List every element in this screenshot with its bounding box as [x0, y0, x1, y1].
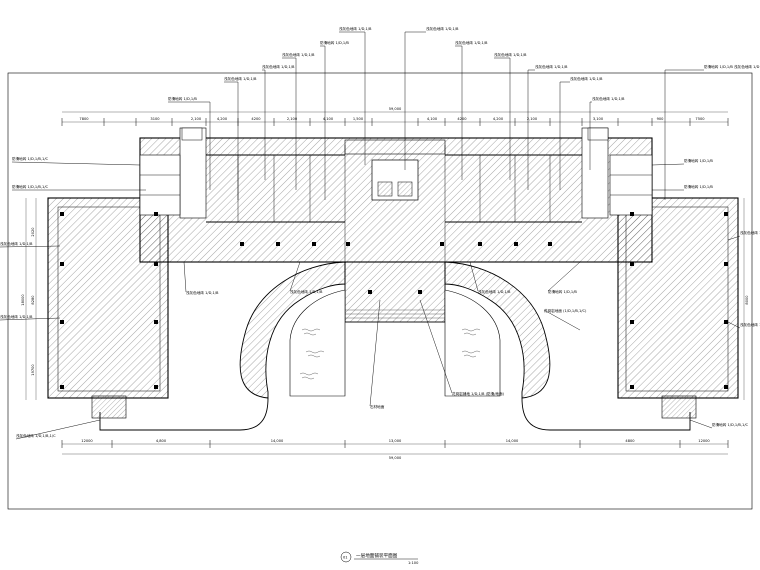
top-dimension-segment: 4,100: [427, 117, 438, 121]
elevator-1: [377, 181, 393, 197]
entrance-platform: [344, 261, 446, 323]
drawing-border: [7, 72, 753, 510]
bottom-dimension-segment: 12000: [81, 439, 93, 443]
pond-left: [289, 289, 346, 397]
top-dimension-segment: 2,100: [191, 117, 202, 121]
site-path-right: [521, 397, 691, 431]
callout-bottom: 石材地面: [370, 404, 385, 409]
left-dimension-segment: 18000: [21, 294, 25, 306]
bottom-dimension-segment: 4800: [625, 439, 635, 443]
callout-bottom: 浅灰色地砖 1/D,1/B: [290, 289, 323, 294]
callout-left: 浅灰色地砖 1/D,1/B: [0, 314, 33, 319]
callout-bottom: 浅灰色地砖 1/D,1/B: [186, 290, 219, 295]
top-dimension-segment: 2,100: [287, 117, 298, 121]
callout-top: 防滑地砖 1/D,1/B: [320, 40, 349, 45]
callout-bottom: 花岗岩地面 (1/D,1/B,1/C): [544, 308, 587, 313]
elevator-2: [397, 181, 413, 197]
top-dimension-segment: 4,200: [493, 117, 504, 121]
left-wing-inner: [57, 206, 161, 392]
water-marks: [299, 328, 481, 380]
top-dimension-segment: 2,100: [527, 117, 538, 121]
top-dimension-segment: 4200: [251, 117, 261, 121]
callout-top: 防滑地砖 1/D,1/B 浅灰色地砖 1/D: [704, 64, 760, 69]
top-dimension-segment: 7500: [695, 117, 705, 121]
callout-top: 浅灰色地砖 1/D,1/B: [426, 26, 459, 31]
callout-right: 浅灰色地砖 1/D,1/B: [740, 322, 760, 327]
notch-left-top: [181, 127, 203, 141]
top-dimension-segment: 4,200: [217, 117, 228, 121]
callout-top: 浅灰色地砖 1/D,1/B: [494, 52, 527, 57]
notch-right-top: [587, 127, 609, 141]
callout-top: 浅灰色地砖 1/D,1/B: [455, 40, 488, 45]
top-dimension-segment: 4,100: [323, 117, 334, 121]
callout-top: 浅灰色地砖 1/D,1/B: [262, 64, 295, 69]
callout-bottom: 防滑地砖 1/D,1/B: [548, 289, 577, 294]
top-dimension-segment: 3,100: [593, 117, 604, 121]
building-plan: [47, 127, 739, 431]
bottom-dimension-labels: 12000 4,800 14,000 13,000 14,000 4800 12000: [81, 439, 710, 443]
pond-right: [444, 289, 501, 397]
arcade-ring: [239, 261, 346, 399]
top-dimension-segment: 4200: [457, 117, 467, 121]
top-dimension-segment: 7800: [79, 117, 89, 121]
bottom-dimension-segment: 12000: [698, 439, 710, 443]
callout-right: 浅灰色地砖 1/D,1/B,1/C: [740, 230, 760, 235]
left-dimension-segment: 19700: [31, 364, 35, 376]
right-wing-inner: [625, 206, 729, 392]
title-block: 01 一层地面铺装平面图 1:100: [340, 551, 419, 565]
bottom-dimension-segment: 13,000: [389, 439, 402, 443]
callout-top: 浅灰色地砖 1/D,1/B: [570, 76, 603, 81]
callout-right: 防滑地砖 1/D,1/B: [684, 158, 713, 163]
callout-leaders: [0, 31, 741, 440]
callout-left: 防滑地砖 1/D,1/B,1/C: [12, 184, 49, 189]
bottom-dimension-segment: 14,000: [271, 439, 284, 443]
top-dimension-segment: 1,500: [353, 117, 364, 121]
stair-left: [179, 127, 207, 219]
porch-right: [661, 395, 697, 419]
top-overall-dimension: 59,000: [389, 107, 402, 111]
left-dimension-segment: 8280: [31, 295, 35, 305]
top-dimension-segment: 3100: [150, 117, 160, 121]
porch-left: [91, 395, 127, 419]
title-symbol: [340, 551, 352, 563]
bottom-overall-dimension: 59,000: [389, 456, 402, 460]
callout-left: 浅灰色地砖 1/D,1/B,1/C: [16, 433, 56, 438]
stair-right: [581, 127, 609, 219]
callout-top: 浅灰色地砖 1/D,1/B: [339, 26, 372, 31]
title-symbol-text: 01: [343, 556, 348, 560]
column-marks: [60, 212, 728, 389]
arcade-ring-right: [444, 261, 551, 399]
callout-top: 浅灰色地砖 1/D,1/B: [282, 52, 315, 57]
bottom-dimension-segment: 14,000: [506, 439, 519, 443]
right-dimension-label: 8000: [745, 295, 749, 305]
dimension-lines: [25, 111, 745, 455]
center-top-notch: [344, 139, 446, 155]
right-service-room: [609, 154, 653, 216]
left-dimension-labels: 2020 8280 18000 19700: [21, 227, 35, 376]
site-path: [99, 397, 269, 431]
callout-top: 防滑地砖 1/D,1/B: [168, 96, 197, 101]
room-divisions: [206, 145, 582, 262]
callout-top: 浅灰色地砖 1/D,1/B: [535, 64, 568, 69]
callout-bottom: 浅灰色地砖 1/D,1/B: [478, 289, 511, 294]
callout-labels: 浅灰色地砖 1/D,1/B 浅灰色地砖 1/D,1/B 浅灰色地砖 1/D,1/B 防…: [0, 26, 760, 438]
callout-bottom: 花岗岩铺地 1/D,1/B (防滑/地面): [452, 391, 505, 396]
drawing-scale: 1:100: [408, 561, 419, 565]
callout-top: 浅灰色地砖 1/D,1/B: [224, 76, 257, 81]
drawing-title: 一层地面铺装平面图: [356, 552, 398, 559]
callout-right: 防滑地砖 1/D,1/B: [684, 184, 713, 189]
left-dimension-segment: 2020: [31, 227, 35, 237]
bottom-dimension-segment: 4,800: [156, 439, 167, 443]
top-dimension-labels: 7800 3100 2,100 4,200 4200 2,100 4,100 1,500 4,1…: [79, 117, 705, 121]
callout-top: 浅灰色地砖 1/D,1/B: [592, 96, 625, 101]
left-service-room: [139, 154, 181, 216]
callout-left: 防滑地砖 1/D,1/B,1/C: [12, 156, 49, 161]
small-right-dimension: 900: [657, 117, 665, 121]
callout-right: 防滑地砖 1/D,1/B,1/C: [712, 422, 749, 427]
callout-left: 浅灰色地砖 1/D,1/B: [0, 241, 33, 246]
